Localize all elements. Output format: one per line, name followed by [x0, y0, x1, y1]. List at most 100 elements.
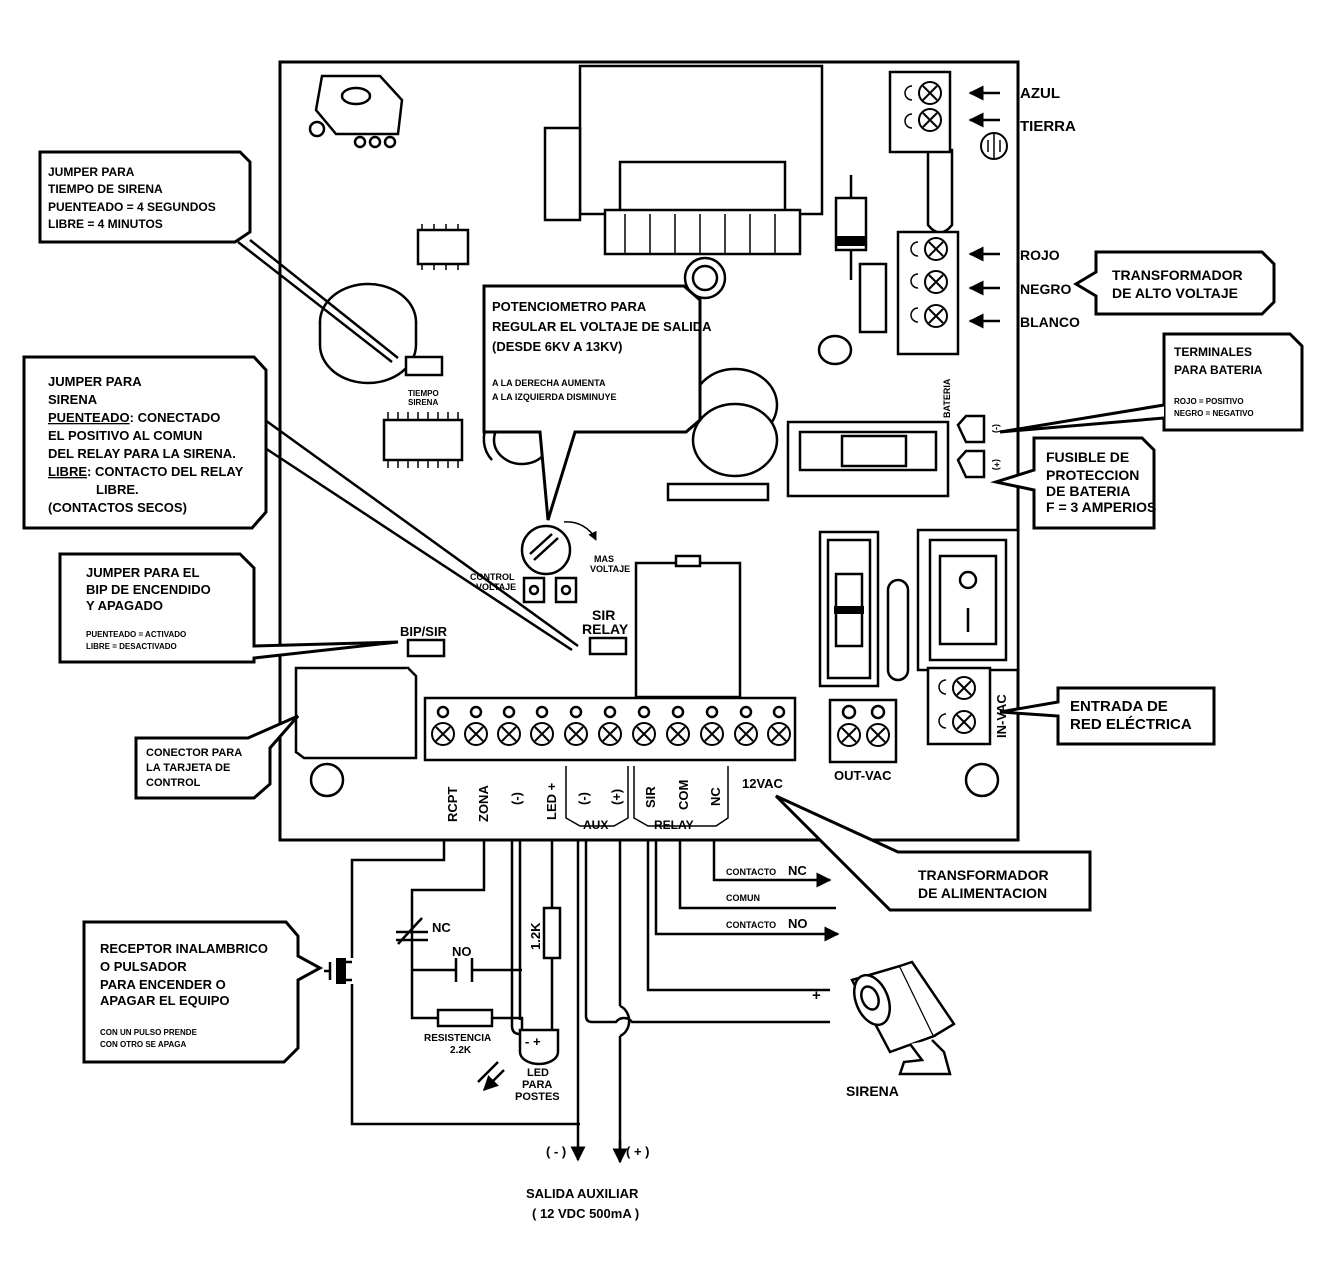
- led-postes-3: POSTES: [515, 1091, 560, 1103]
- callout-transformador-alim: TRANSFORMADOR DE ALIMENTACION: [774, 794, 1092, 912]
- control-card-connector: [294, 666, 418, 760]
- callout-fusible: FUSIBLE DE PROTECCION DE BATERIA F = 3 A…: [990, 436, 1156, 530]
- terminal-12vac: 12VAC: [742, 776, 784, 791]
- mas-voltaje-2: VOLTAJE: [590, 564, 630, 574]
- svg-text:TIEMPO DE SIRENA: TIEMPO DE SIRENA: [48, 182, 163, 196]
- sirena-label: SIRENA: [846, 1083, 899, 1099]
- ic-chip-large: [382, 412, 464, 468]
- svg-text:TERMINALES: TERMINALES: [1174, 345, 1252, 359]
- svg-text:RECEPTOR INALAMBRICO: RECEPTOR INALAMBRICO: [100, 941, 268, 956]
- bateria-label: BATERIA: [942, 378, 952, 418]
- led-wiring: [510, 840, 562, 1036]
- mas-voltaje-1: MAS: [594, 554, 614, 564]
- control-label-1: CONTROL: [470, 572, 515, 582]
- led-icon: [478, 1028, 560, 1090]
- svg-text:RED ELÉCTRICA: RED ELÉCTRICA: [1070, 716, 1192, 733]
- callout-conector: CONECTOR PARA LA TARJETA DE CONTROL: [134, 714, 300, 800]
- svg-text:F = 3 AMPERIOS: F = 3 AMPERIOS: [1046, 499, 1156, 515]
- led-pins-label: - +: [525, 1034, 541, 1049]
- svg-text:REGULAR EL VOLTAJE DE SALIDA: REGULAR EL VOLTAJE DE SALIDA: [492, 319, 712, 334]
- relay: [634, 554, 742, 699]
- tiempo-label-1: TIEMPO: [408, 389, 439, 398]
- jumper-sir-relay: [588, 636, 628, 656]
- main-terminal-block: [423, 696, 797, 762]
- terminal-aux-neg: (-): [576, 792, 591, 805]
- svg-text:PARA BATERIA: PARA BATERIA: [1174, 363, 1263, 377]
- terminal-led: LED +: [544, 782, 559, 820]
- terminal-negro: NEGRO: [1020, 281, 1071, 297]
- out-vac-connector: [828, 698, 898, 764]
- contacto-nc-big: NC: [788, 863, 807, 878]
- svg-text:PROTECCION: PROTECCION: [1046, 467, 1139, 483]
- hv-output-connector: [858, 230, 960, 356]
- svg-text:ROJO = POSITIVO: ROJO = POSITIVO: [1174, 397, 1244, 406]
- svg-text:APAGAR EL EQUIPO: APAGAR EL EQUIPO: [100, 993, 230, 1008]
- potentiometer: [520, 521, 597, 604]
- led-postes-2: PARA: [522, 1079, 552, 1091]
- pushbutton: [324, 840, 580, 1126]
- svg-text:FUSIBLE DE: FUSIBLE DE: [1046, 449, 1129, 465]
- svg-text:PARA ENCENDER O: PARA ENCENDER O: [100, 977, 226, 992]
- svg-text:(DESDE 6KV A 13KV): (DESDE 6KV A 13KV): [492, 339, 623, 354]
- high-voltage-transformer: [543, 64, 824, 300]
- callout-transformador-alto: TRANSFORMADOR DE ALTO VOLTAJE: [1073, 250, 1276, 316]
- svg-text:NEGRO = NEGATIVO: NEGRO = NEGATIVO: [1174, 409, 1254, 418]
- sir-relay-label-1: SIR: [592, 607, 615, 623]
- callout-potenciometro: POTENCIOMETRO PARA REGULAR EL VOLTAJE DE…: [482, 284, 712, 521]
- terminal-zona: ZONA: [476, 785, 491, 822]
- terminal-neg: (-): [509, 792, 524, 805]
- svg-text:JUMPER PARA EL: JUMPER PARA EL: [86, 565, 199, 580]
- relay-group-label: RELAY: [654, 818, 694, 832]
- svg-text:CON OTRO SE APAGA: CON OTRO SE APAGA: [100, 1040, 186, 1049]
- callout-jumper-sirena: JUMPER PARA SIRENA PUENTEADO: CONECTADO …: [22, 355, 579, 652]
- callout-terminales-bateria: TERMINALES PARA BATERIA ROJO = POSITIVO …: [999, 332, 1304, 434]
- callout-entrada-red: ENTRADA DE RED ELÉCTRICA: [999, 686, 1216, 746]
- svg-text:LIBRE.: LIBRE.: [96, 482, 139, 497]
- diode: [834, 175, 868, 280]
- svg-text:(CONTACTOS SECOS): (CONTACTOS SECOS): [48, 500, 187, 515]
- terminal-rcpt: RCPT: [445, 787, 460, 822]
- svg-text:DE ALTO VOLTAJE: DE ALTO VOLTAJE: [1112, 285, 1238, 301]
- svg-text:CON UN PULSO PRENDE: CON UN PULSO PRENDE: [100, 1028, 198, 1037]
- siren-plus: +: [812, 987, 821, 1004]
- battery-neg-label: (-): [992, 424, 1002, 433]
- svg-text:TRANSFORMADOR: TRANSFORMADOR: [1112, 267, 1243, 283]
- small-capacitor: [817, 334, 853, 366]
- in-vac-label: IN-VAC: [994, 694, 1009, 738]
- svg-text:CONTROL: CONTROL: [146, 777, 201, 789]
- fuse-holder: [818, 530, 910, 688]
- resistor-1k2: [542, 906, 562, 960]
- svg-text:PUENTEADO = 4 SEGUNDOS: PUENTEADO = 4 SEGUNDOS: [48, 200, 216, 214]
- svg-text:PUENTEADO: CONECTADO: PUENTEADO: CONECTADO: [48, 410, 220, 425]
- relay-wiring: [646, 840, 840, 992]
- r12-label: 1.2K: [528, 922, 543, 950]
- jumper-tiempo-sirena: [404, 355, 444, 377]
- salida-label-2: ( 12 VDC 500mA ): [532, 1206, 639, 1221]
- terminal-sir: SIR: [643, 786, 658, 808]
- aux-neg-output: ( - ): [546, 1144, 566, 1159]
- svg-text:JUMPER PARA: JUMPER PARA: [48, 374, 142, 389]
- bip-sir-label: BIP/SIR: [400, 624, 448, 639]
- svg-text:ENTRADA DE: ENTRADA DE: [1070, 698, 1168, 715]
- svg-text:PUENTEADO = ACTIVADO: PUENTEADO = ACTIVADO: [86, 630, 186, 639]
- aux-pos-output: ( + ): [626, 1144, 649, 1159]
- svg-text:EL POSITIVO AL COMUN: EL POSITIVO AL COMUN: [48, 428, 202, 443]
- siren-minus: –: [812, 1013, 820, 1030]
- svg-text:BIP DE ENCENDIDO: BIP DE ENCENDIDO: [86, 582, 211, 597]
- svg-text:LA TARJETA DE: LA TARJETA DE: [146, 762, 230, 774]
- resistencia-label-1: RESISTENCIA: [424, 1033, 491, 1044]
- aux-group-label: AUX: [583, 818, 608, 832]
- callout-jumper-bip: JUMPER PARA EL BIP DE ENCENDIDO Y APAGAD…: [58, 552, 399, 664]
- voltage-regulator: [308, 74, 404, 149]
- svg-text:LIBRE = DESACTIVADO: LIBRE = DESACTIVADO: [86, 642, 177, 651]
- azul-tierra-connector: [888, 70, 952, 154]
- svg-text:DE ALIMENTACION: DE ALIMENTACION: [918, 885, 1047, 901]
- jumper-bip-sir: [406, 638, 446, 658]
- resistencia-label-2: 2.2K: [450, 1045, 472, 1056]
- power-switch: [916, 528, 1020, 672]
- no-label: NO: [452, 944, 472, 959]
- contacto-no-small: CONTACTO: [726, 920, 776, 930]
- contacto-no-big: NO: [788, 916, 808, 931]
- callout-jumper-tiempo: JUMPER PARA TIEMPO DE SIRENA PUENTEADO =…: [38, 150, 399, 363]
- svg-text:Y APAGADO: Y APAGADO: [86, 598, 163, 613]
